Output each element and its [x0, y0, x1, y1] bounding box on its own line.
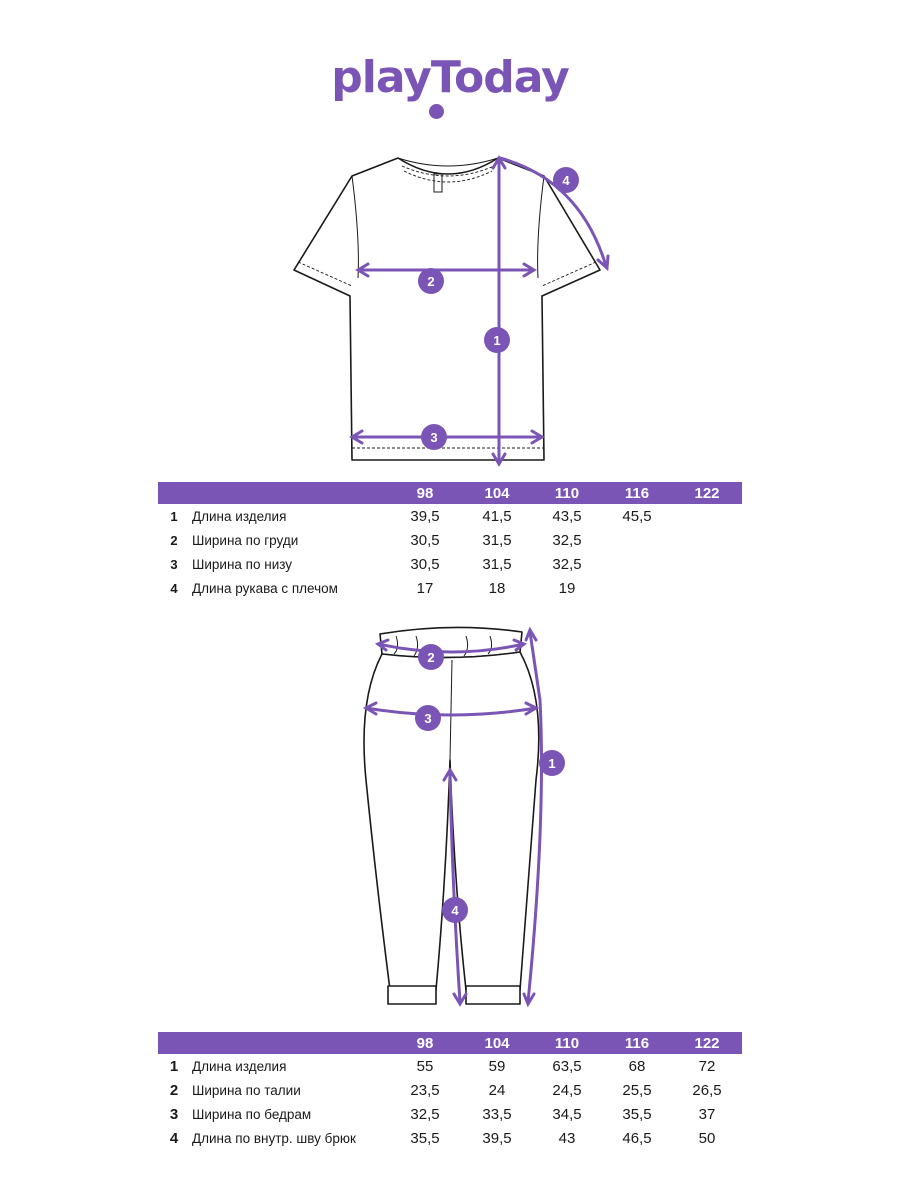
size-header: 122	[672, 1032, 742, 1054]
table-row: 4 Длина рукава с плечом 17 18 19	[170, 579, 576, 597]
size-header: 104	[462, 1032, 532, 1054]
pants-marker-1: 1	[539, 750, 565, 776]
pants-outline	[363, 651, 540, 991]
size-header: 104	[462, 482, 532, 504]
table-row: 2 Ширина по талии 23,5 24 24,5 25,5 26,5	[169, 1081, 722, 1099]
tshirt-outline	[293, 157, 601, 461]
pants-marker-2: 2	[418, 644, 444, 670]
pants-marker-4: 4	[442, 897, 468, 923]
tshirt-marker-2: 2	[418, 268, 444, 294]
tshirt-size-table: 98 104 110 116 122 1 Длина изделия 39,5 …	[158, 482, 742, 600]
size-header: 98	[388, 482, 462, 504]
pants-size-table: 98 104 110 116 122 1 Длина изделия 55 59…	[158, 1032, 742, 1150]
table-row: 3 Ширина по бедрам 32,5 33,5 34,5 35,5 3…	[169, 1105, 716, 1123]
tshirt-drawing: 1 2 3 4	[293, 155, 610, 467]
svg-text:1: 1	[493, 333, 500, 348]
table-header-row: 98 104 110 116 122	[158, 1032, 742, 1054]
table-row: 1 Длина изделия 55 59 63,5 68 72	[169, 1057, 716, 1075]
svg-text:3: 3	[424, 711, 431, 726]
size-header: 122	[672, 482, 742, 504]
pants-drawing: 1 2 3 4	[362, 626, 565, 1008]
tshirt-marker-3: 3	[421, 424, 447, 450]
size-header: 110	[532, 1032, 602, 1054]
svg-text:4: 4	[451, 903, 459, 918]
svg-text:2: 2	[427, 650, 434, 665]
size-header: 110	[532, 482, 602, 504]
svg-text:1: 1	[548, 756, 555, 771]
brand-logo: playToday	[331, 52, 570, 103]
table-header-row: 98 104 110 116 122	[158, 482, 742, 504]
table-row: 4 Длина по внутр. шву брюк 35,5 39,5 43 …	[169, 1129, 716, 1147]
size-header: 116	[602, 482, 672, 504]
table-row: 2 Ширина по груди 30,5 31,5 32,5	[170, 531, 582, 549]
logo-dot	[429, 104, 444, 119]
table-row: 3 Ширина по низу 30,5 31,5 32,5	[170, 555, 582, 573]
tshirt-marker-4: 4	[553, 167, 579, 193]
size-header: 116	[602, 1032, 672, 1054]
svg-text:4: 4	[562, 173, 570, 188]
table-row: 1 Длина изделия 39,5 41,5 43,5 45,5	[170, 507, 652, 525]
svg-text:2: 2	[427, 274, 434, 289]
svg-text:3: 3	[430, 430, 437, 445]
pants-marker-3: 3	[415, 705, 441, 731]
tshirt-marker-1: 1	[484, 327, 510, 353]
size-header: 98	[388, 1032, 462, 1054]
